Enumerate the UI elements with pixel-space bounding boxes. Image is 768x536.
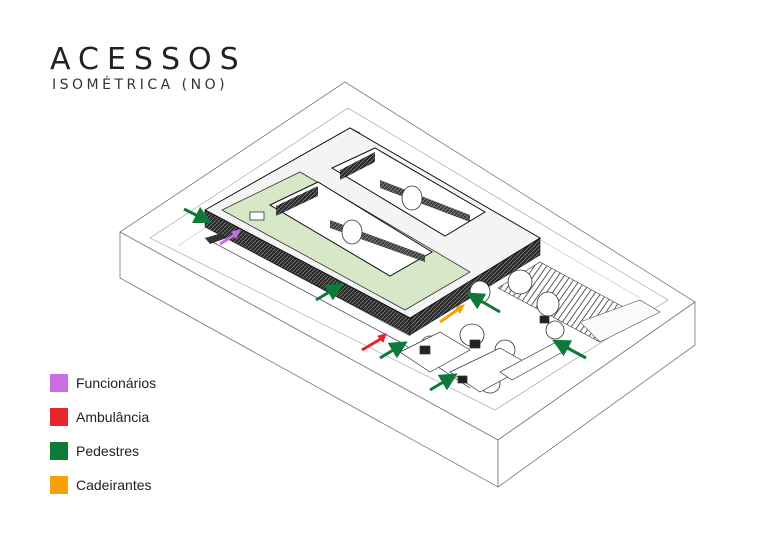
access-arrows bbox=[183, 206, 587, 392]
wheelchair-arrow bbox=[439, 306, 461, 324]
pedestrian-arrow bbox=[429, 373, 458, 392]
legend-item-funcionarios: Funcionários bbox=[50, 366, 156, 400]
pedestrian-arrow bbox=[315, 283, 344, 302]
legend-swatch bbox=[50, 408, 68, 426]
pedestrian-arrow bbox=[552, 339, 587, 360]
legend-item-ambulancia: Ambulância bbox=[50, 400, 156, 434]
diagram-subtitle: ISOMÉTRICA (NO) bbox=[52, 77, 229, 93]
legend-label: Pedestres bbox=[76, 443, 140, 459]
legend-swatch bbox=[50, 374, 68, 392]
legend-label: Ambulância bbox=[76, 409, 150, 425]
pedestrian-arrow bbox=[183, 206, 213, 224]
pedestrian-arrow bbox=[466, 292, 501, 314]
base-right-face bbox=[497, 301, 696, 488]
legend-label: Funcionários bbox=[76, 375, 157, 391]
site-boundary bbox=[149, 107, 669, 411]
legend-item-pedestres: Pedestres bbox=[50, 434, 156, 468]
legend-swatch bbox=[50, 476, 68, 494]
legend-swatch bbox=[50, 442, 68, 460]
roof-box bbox=[249, 211, 265, 221]
legend-item-cadeirantes: Cadeirantes bbox=[50, 468, 156, 502]
staff-arrow bbox=[219, 232, 237, 246]
legend-label: Cadeirantes bbox=[76, 477, 152, 493]
diagram-title: ACESSOS bbox=[50, 42, 247, 77]
pedestrian-arrow bbox=[379, 341, 408, 360]
ramp-area bbox=[579, 299, 661, 343]
legend: Funcionários Ambulância Pedestres Cadeir… bbox=[50, 366, 156, 502]
